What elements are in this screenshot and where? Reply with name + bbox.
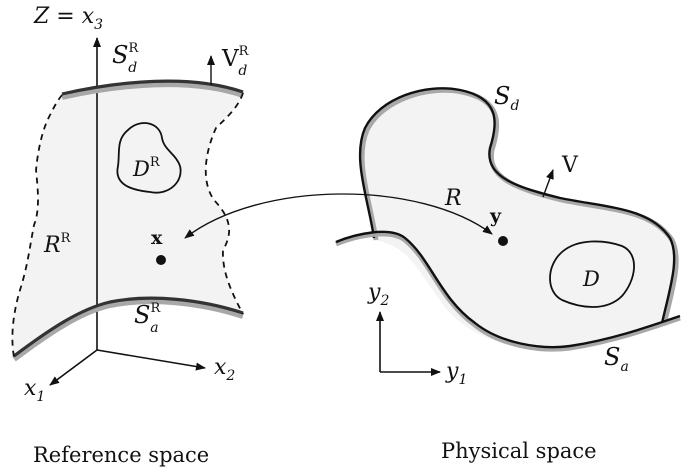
physical-region — [360, 90, 675, 351]
physical-space — [335, 87, 681, 376]
physical-velocity-arrow — [542, 169, 554, 198]
reference-point-label: x — [151, 227, 163, 249]
reference-region — [12, 82, 243, 358]
reference-region-label: RR — [43, 231, 72, 258]
mapping-arrow — [184, 193, 493, 239]
physical-top-surface-label: Sd — [494, 82, 519, 114]
x1-axis — [49, 349, 98, 386]
reference-caption: Reference space — [33, 443, 209, 467]
y1-axis-label: y1 — [445, 359, 467, 388]
y2-axis-label: y2 — [367, 280, 389, 309]
physical-top-surface — [358, 87, 676, 324]
reference-inclusion — [116, 122, 182, 194]
physical-point — [498, 236, 508, 246]
reference-bottom-surface — [13, 296, 244, 358]
reference-point — [156, 255, 166, 265]
reference-inclusion-label: DR — [132, 155, 161, 181]
reference-top-surface — [61, 79, 244, 96]
physical-region-label: R — [444, 186, 462, 211]
physical-point-label: y — [489, 205, 502, 227]
reference-bottom-surface-shadow — [12, 298, 244, 362]
physical-bottom-surface-label: Sa — [604, 343, 629, 375]
x2-axis-label: x2 — [214, 355, 235, 384]
reference-space — [11, 37, 244, 386]
physical-velocity-label: V — [561, 153, 579, 178]
physical-inclusion — [549, 240, 635, 308]
x1-axis-label: x1 — [24, 376, 45, 405]
reference-right-boundary — [204, 92, 244, 315]
physical-inclusion-label: D — [582, 267, 600, 291]
reference-top-surface-shadow — [61, 81, 244, 100]
reference-left-boundary — [11, 94, 63, 358]
x2-axis — [96, 349, 206, 371]
physical-caption: Physical space — [441, 439, 597, 463]
z-axis-label: Z = x3 — [33, 4, 103, 33]
